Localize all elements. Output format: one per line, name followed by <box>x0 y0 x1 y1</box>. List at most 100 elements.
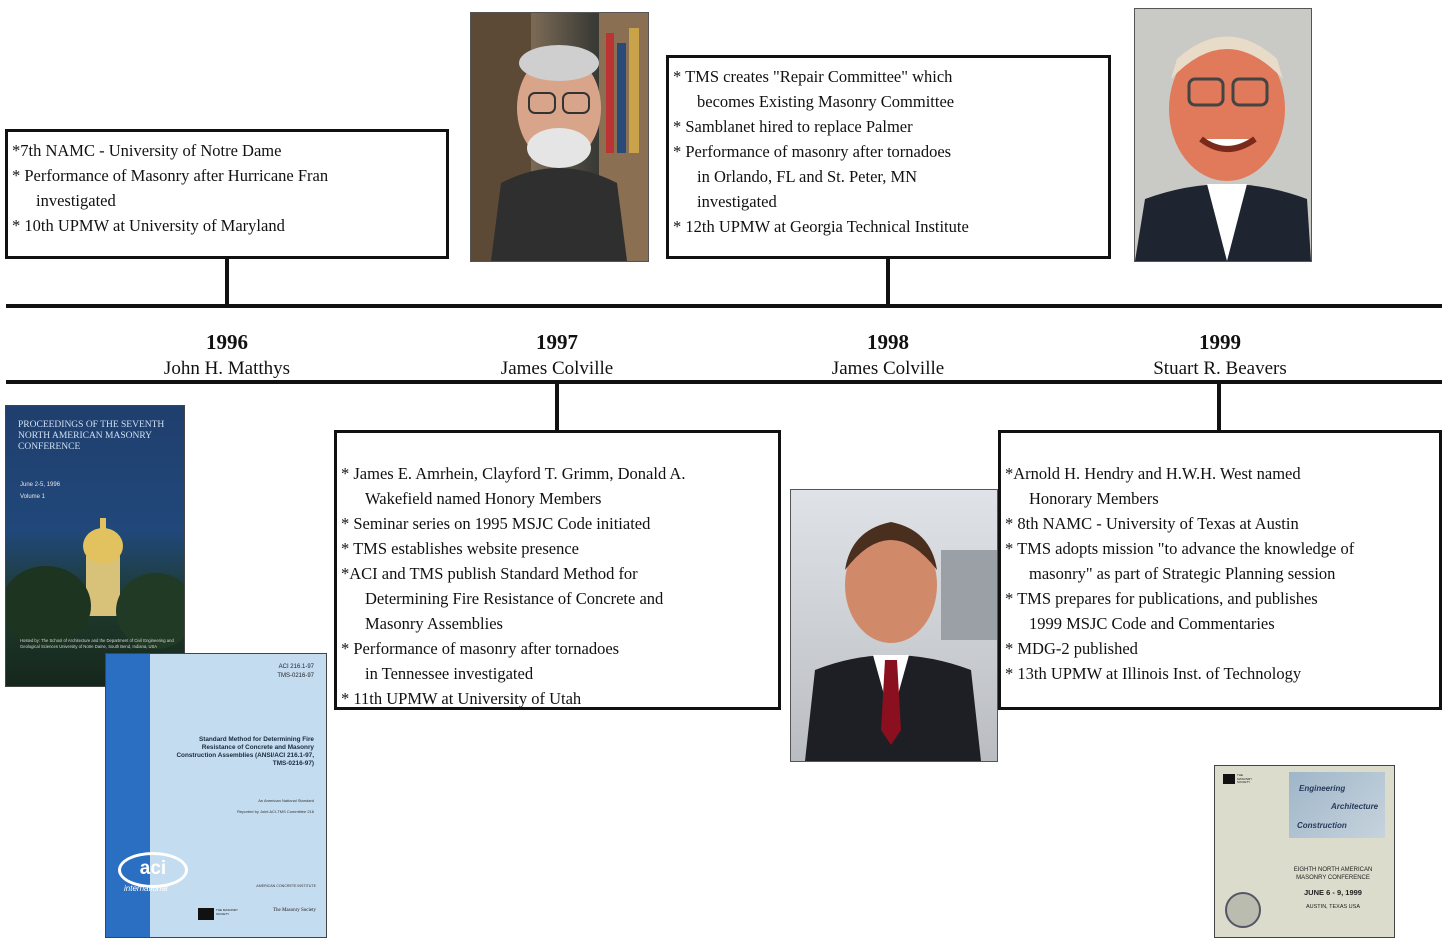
namc8-word-construction: Construction <box>1297 821 1347 830</box>
namc8-tms-mark <box>1223 774 1235 784</box>
namc7-proceedings-cover: PROCEEDINGS OF THE SEVENTH NORTH AMERICA… <box>5 405 185 687</box>
namc8-panel <box>1289 772 1385 838</box>
namc7-host: Hosted by: The School of Architecture an… <box>20 638 174 649</box>
aci-logo-text: aci <box>139 858 167 879</box>
aci-logo: aci <box>118 852 188 888</box>
namc7-dates: June 2-5, 1996 <box>20 482 61 488</box>
event-text-continued: Honorary Members <box>1029 489 1159 508</box>
event-item: * Performance of Masonry after Hurricane… <box>12 163 440 213</box>
event-text: * TMS establishes website presence <box>341 539 579 558</box>
aci-title: Standard Method for Determining Fire Res… <box>176 736 314 767</box>
namc8-word-engineering: Engineering <box>1299 784 1346 793</box>
event-text: * 12th UPMW at Georgia Technical Institu… <box>673 217 969 236</box>
events-1996-box: *7th NAMC - University of Notre Dame * Pe… <box>5 129 449 259</box>
portrait-photo-1997 <box>470 12 649 262</box>
timeline-lower-line <box>6 380 1442 384</box>
namc8-tms-logo: THE MASONRY SOCIETY <box>1237 773 1253 784</box>
event-text-continued: in Orlando, FL and St. Peter, MN <box>697 167 918 186</box>
event-item: * TMS creates "Repair Committee" which be… <box>673 64 1102 114</box>
events-1998-box: * TMS creates "Repair Committee" which be… <box>666 55 1111 259</box>
connector-1997 <box>555 382 559 432</box>
event-item: * 8th NAMC - University of Texas at Aust… <box>1005 511 1433 536</box>
event-text: * Performance of Masonry after Hurricane… <box>12 166 329 185</box>
event-text: * 10th UPMW at University of Maryland <box>12 216 285 235</box>
event-item: * TMS adopts mission "to advance the kno… <box>1005 536 1433 586</box>
event-text: *7th NAMC - University of Notre Dame <box>12 141 282 160</box>
aci-standard-cover: ACI 216.1-97 TMS-0216-97 Standard Method… <box>105 653 327 938</box>
event-text: *ACI and TMS publish Standard Method for <box>341 564 638 583</box>
year-1999: 1999 <box>1199 330 1241 354</box>
connector-1999 <box>1217 382 1221 432</box>
aci-publisher-tms: The Masonry Society <box>272 908 316 913</box>
events-1997-box: * James E. Amrhein, Clayford T. Grimm, D… <box>334 430 781 710</box>
event-text-continued: Wakefield named Honory Members <box>365 489 602 508</box>
namc8-conference-cover: THE MASONRY SOCIETY Engineering Architec… <box>1214 765 1395 938</box>
event-text-continued: Determining Fire Resistance of Concrete … <box>365 589 664 608</box>
namc8-dates: JUNE 6 - 9, 1999 <box>1304 888 1362 897</box>
year-1996: 1996 <box>206 330 248 354</box>
event-item: * TMS prepares for publications, and pub… <box>1005 586 1433 636</box>
event-text-continued: masonry" as part of Strategic Planning s… <box>1029 564 1336 583</box>
aci-standard: An American National Standard <box>258 798 314 803</box>
year-1998: 1998 <box>867 330 909 354</box>
event-item: * 11th UPMW at University of Utah <box>341 686 772 711</box>
event-text: * 8th NAMC - University of Texas at Aust… <box>1005 514 1299 533</box>
president-1996: John H. Matthys <box>163 358 291 379</box>
event-text: * Performance of masonry after tornadoes <box>673 142 952 161</box>
timeline-upper-line <box>6 304 1442 308</box>
event-item: * 13th UPMW at Illinois Inst. of Technol… <box>1005 661 1433 686</box>
event-text-continued: investigated <box>697 192 777 211</box>
event-item: * Seminar series on 1995 MSJC Code initi… <box>341 511 772 536</box>
event-text-continued: in Tennessee investigated <box>365 664 534 683</box>
president-1998: James Colville <box>831 358 945 379</box>
event-item: * Performance of masonry after tornadoes… <box>341 636 772 686</box>
event-item: * James E. Amrhein, Clayford T. Grimm, D… <box>341 461 772 511</box>
event-item: * MDG-2 published <box>1005 636 1433 661</box>
event-item: *ACI and TMS publish Standard Method for… <box>341 561 772 636</box>
president-1999: Stuart R. Beavers <box>1153 358 1287 379</box>
aci-code: ACI 216.1-97 <box>278 664 314 670</box>
tms-logo-mark <box>198 908 214 920</box>
portrait-photo-1998 <box>790 489 998 762</box>
event-text-continued: investigated <box>36 191 116 210</box>
event-item: *7th NAMC - University of Notre Dame <box>12 138 440 163</box>
event-text: * TMS prepares for publications, and pub… <box>1005 589 1318 608</box>
event-text: *Arnold H. Hendry and H.W.H. West named <box>1005 464 1301 483</box>
event-text: * Performance of masonry after tornadoes <box>341 639 620 658</box>
year-1997: 1997 <box>536 330 578 354</box>
event-text-continued: becomes Existing Masonry Committee <box>697 92 955 111</box>
namc8-place: AUSTIN, TEXAS USA <box>1306 904 1360 910</box>
event-text: * 11th UPMW at University of Utah <box>341 689 582 708</box>
event-text: * Samblanet hired to replace Palmer <box>673 117 913 136</box>
namc7-volume: Volume 1 <box>20 494 46 500</box>
aci-publisher: AMERICAN CONCRETE INSTITUTE <box>256 884 316 888</box>
portrait-photo-1999 <box>1134 8 1312 262</box>
event-item: * TMS establishes website presence <box>341 536 772 561</box>
namc8-conference: EIGHTH NORTH AMERICAN MASONRY CONFERENCE <box>1293 867 1373 881</box>
event-text: * MDG-2 published <box>1005 639 1138 658</box>
namc8-seal <box>1225 892 1261 928</box>
aci-code-tms: TMS-0216-97 <box>277 673 314 679</box>
event-text: * 13th UPMW at Illinois Inst. of Technol… <box>1005 664 1302 683</box>
event-text-continued: Masonry Assemblies <box>365 614 503 633</box>
namc7-title: PROCEEDINGS OF THE SEVENTH NORTH AMERICA… <box>18 420 165 452</box>
event-item: * Performance of masonry after tornadoes… <box>673 139 1102 214</box>
tms-logo-text: THE MASONRY SOCIETY <box>216 908 238 916</box>
event-text: * TMS adopts mission "to advance the kno… <box>1005 539 1355 558</box>
event-text: * James E. Amrhein, Clayford T. Grimm, D… <box>341 464 686 483</box>
aci-reported: Reported by Joint ACI-TMS Committee 216 <box>237 809 314 814</box>
event-item: * 10th UPMW at University of Maryland <box>12 213 440 238</box>
connector-1996 <box>225 257 229 306</box>
event-text: * TMS creates "Repair Committee" which <box>673 67 953 86</box>
event-item: * Samblanet hired to replace Palmer <box>673 114 1102 139</box>
event-item: * 12th UPMW at Georgia Technical Institu… <box>673 214 1102 239</box>
event-text-continued: 1999 MSJC Code and Commentaries <box>1029 614 1275 633</box>
connector-1998 <box>886 257 890 306</box>
president-1997: James Colville <box>500 358 614 379</box>
aci-cover-stripe <box>106 654 150 937</box>
aci-logo-sub: international <box>124 884 168 893</box>
namc8-word-architecture: Architecture <box>1331 802 1379 811</box>
event-text: * Seminar series on 1995 MSJC Code initi… <box>341 514 651 533</box>
